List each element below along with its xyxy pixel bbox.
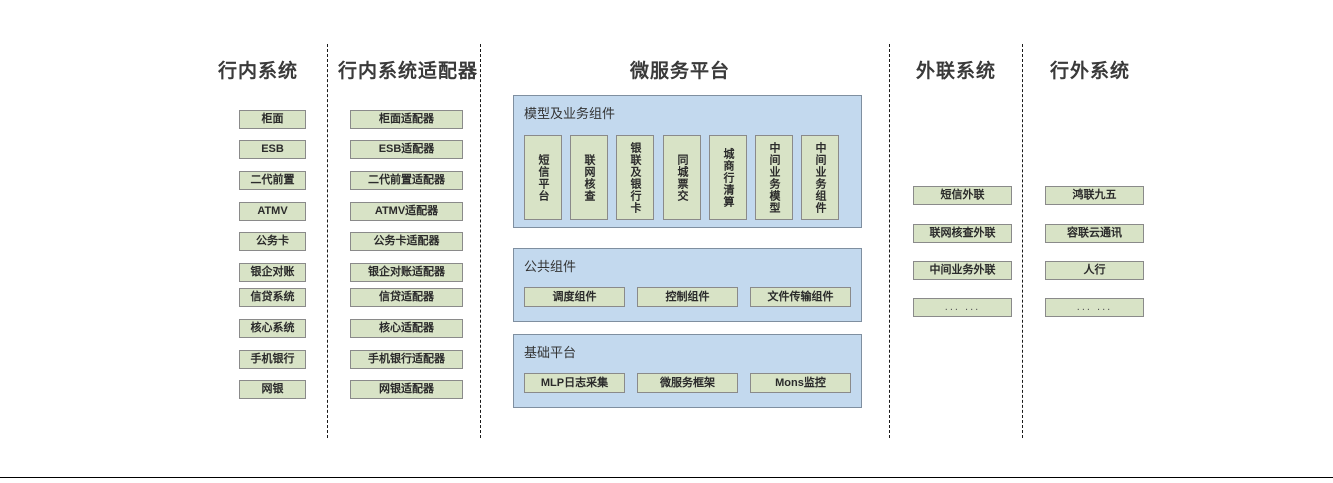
node-internal-adapter[interactable]: 网银适配器 — [350, 380, 463, 399]
bottom-divider — [0, 477, 1333, 478]
node-public-component[interactable]: 调度组件 — [524, 287, 625, 307]
node-internal-adapter[interactable]: 银企对账适配器 — [350, 263, 463, 282]
node-internal-system[interactable]: 核心系统 — [239, 319, 306, 338]
node-internal-adapter[interactable]: ATMV适配器 — [350, 202, 463, 221]
column-title-outside-bank-systems: 行外系统 — [1049, 61, 1130, 82]
column-title-external-link-systems: 外联系统 — [915, 61, 996, 82]
node-external-link-system[interactable]: 联网核查外联 — [913, 224, 1012, 243]
node-external-link-system-more[interactable]: ... ... — [913, 298, 1012, 317]
column-title-internal-adapters: 行内系统适配器 — [338, 61, 479, 82]
node-internal-system[interactable]: ESB — [239, 140, 306, 159]
node-business-component[interactable]: 城商行清算 — [709, 135, 747, 220]
panel-label-base-platform: 基础平台 — [524, 345, 577, 360]
node-internal-adapter[interactable]: 柜面适配器 — [350, 110, 463, 129]
node-internal-system[interactable]: 手机银行 — [239, 350, 306, 369]
node-internal-system[interactable]: 银企对账 — [239, 263, 306, 282]
node-business-component[interactable]: 同城票交 — [663, 135, 701, 220]
panel-label-model-and-business-components: 模型及业务组件 — [524, 106, 616, 121]
panel-public-components — [513, 248, 862, 322]
node-outside-bank-system[interactable]: 鸿联九五 — [1045, 186, 1144, 205]
node-internal-adapter[interactable]: ESB适配器 — [350, 140, 463, 159]
node-internal-system[interactable]: 网银 — [239, 380, 306, 399]
column-separator-4 — [1022, 44, 1023, 438]
node-outside-bank-system-more[interactable]: ... ... — [1045, 298, 1144, 317]
node-business-component[interactable]: 银联及银行卡 — [616, 135, 654, 220]
node-business-component[interactable]: 短信平台 — [524, 135, 562, 220]
column-title-microservice-platform: 微服务平台 — [629, 61, 730, 82]
column-separator-3 — [889, 44, 890, 438]
node-internal-adapter[interactable]: 核心适配器 — [350, 319, 463, 338]
node-internal-system[interactable]: 信贷系统 — [239, 288, 306, 307]
column-separator-2 — [480, 44, 481, 438]
node-outside-bank-system[interactable]: 容联云通讯 — [1045, 224, 1144, 243]
node-external-link-system[interactable]: 短信外联 — [913, 186, 1012, 205]
node-internal-system[interactable]: 二代前置 — [239, 171, 306, 190]
column-title-internal-systems: 行内系统 — [217, 61, 298, 82]
node-external-link-system[interactable]: 中间业务外联 — [913, 261, 1012, 280]
node-base-platform-component[interactable]: 微服务框架 — [637, 373, 738, 393]
column-separator-1 — [327, 44, 328, 438]
node-business-component[interactable]: 中间业务组件 — [801, 135, 839, 220]
node-internal-system[interactable]: ATMV — [239, 202, 306, 221]
node-internal-system[interactable]: 公务卡 — [239, 232, 306, 251]
node-base-platform-component[interactable]: Mons监控 — [750, 373, 851, 393]
node-base-platform-component[interactable]: MLP日志采集 — [524, 373, 625, 393]
panel-base-platform — [513, 334, 862, 408]
node-internal-adapter[interactable]: 二代前置适配器 — [350, 171, 463, 190]
panel-label-public-components: 公共组件 — [524, 259, 577, 274]
node-internal-system[interactable]: 柜面 — [239, 110, 306, 129]
node-public-component[interactable]: 文件传输组件 — [750, 287, 851, 307]
node-internal-adapter[interactable]: 信贷适配器 — [350, 288, 463, 307]
node-internal-adapter[interactable]: 手机银行适配器 — [350, 350, 463, 369]
node-internal-adapter[interactable]: 公务卡适配器 — [350, 232, 463, 251]
node-outside-bank-system[interactable]: 人行 — [1045, 261, 1144, 280]
node-public-component[interactable]: 控制组件 — [637, 287, 738, 307]
node-business-component[interactable]: 联网核查 — [570, 135, 608, 220]
node-business-component[interactable]: 中间业务模型 — [755, 135, 793, 220]
